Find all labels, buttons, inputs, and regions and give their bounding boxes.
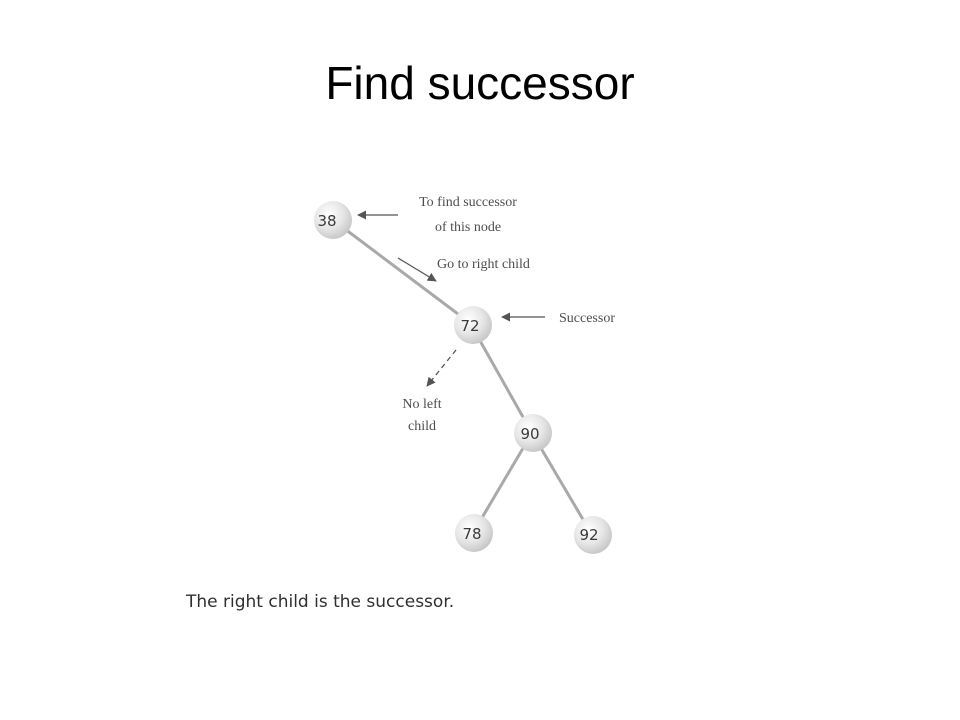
edge-38-72: [332, 218, 471, 325]
no-left-child-arrow: [426, 349, 457, 387]
node-78: 78: [455, 514, 493, 552]
node-92-label: 92: [579, 526, 598, 544]
node-92: 92: [574, 516, 612, 554]
annotation-go-right: Go to right child: [437, 257, 530, 272]
node-72-label: 72: [460, 317, 479, 335]
node-38-label: 38: [317, 212, 336, 230]
node-38: 38: [314, 201, 352, 239]
diagram-caption: The right child is the successor.: [186, 592, 455, 612]
slide-title: Find successor: [325, 57, 635, 109]
annotation-no-left-line1: No left: [402, 397, 441, 412]
go-right-arrow: [397, 257, 437, 282]
annotation-find-successor-line1: To find successor: [419, 195, 517, 210]
node-90-label: 90: [520, 425, 539, 443]
node-78-label: 78: [462, 525, 481, 543]
node-72: 72: [454, 306, 492, 344]
annotation-successor: Successor: [559, 311, 615, 326]
annotation-find-successor-line2: of this node: [435, 220, 501, 235]
node-90: 90: [514, 414, 552, 452]
annotation-no-left-line2: child: [408, 419, 436, 434]
